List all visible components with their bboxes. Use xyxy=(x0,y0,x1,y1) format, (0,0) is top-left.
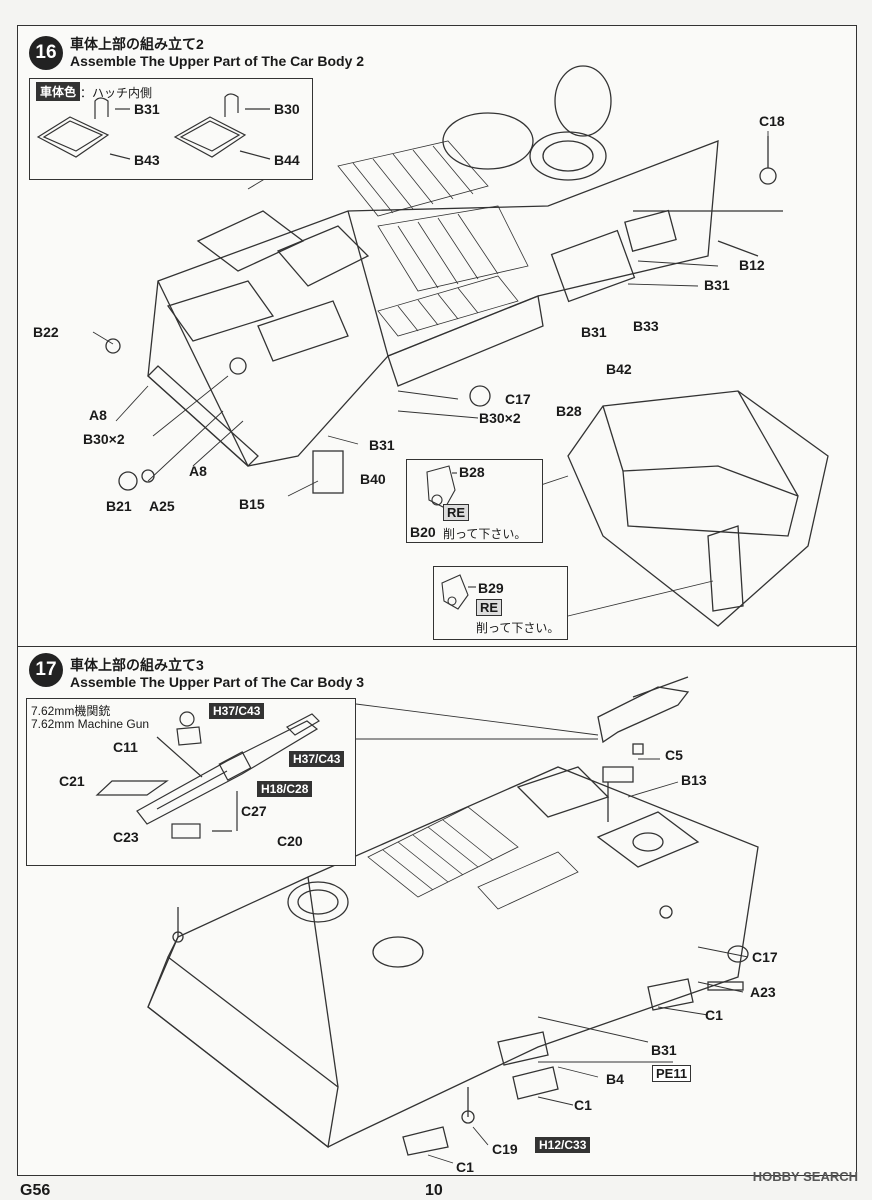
part-label: C1 xyxy=(574,1097,592,1113)
part-label: B29 xyxy=(478,580,504,596)
detail-b29-drawing xyxy=(441,574,476,610)
part-label: B31 xyxy=(651,1042,677,1058)
part-label: C21 xyxy=(59,773,85,789)
part-label: B40 xyxy=(360,471,386,487)
part-label: B12 xyxy=(739,257,765,273)
mg-title-jp: 7.62mm機関銃 xyxy=(31,704,111,718)
remove-note: 削って下さい。 xyxy=(443,527,527,541)
step-number-badge: 16 xyxy=(29,36,63,70)
step-title-en: Assemble The Upper Part of The Car Body … xyxy=(70,53,365,69)
part-label: B15 xyxy=(239,496,265,512)
part-label: B21 xyxy=(106,498,132,514)
part-label: C11 xyxy=(113,739,138,755)
part-label: A8 xyxy=(189,463,207,479)
step-number-badge: 17 xyxy=(29,653,63,687)
part-label: A8 xyxy=(89,407,107,423)
part-label: B28 xyxy=(556,403,582,419)
page-code: G56 xyxy=(20,1182,51,1199)
part-tag: H18/C28 xyxy=(257,781,313,797)
part-label: B13 xyxy=(681,772,707,788)
part-label: A25 xyxy=(149,498,175,514)
part-label: B30 xyxy=(274,101,300,117)
part-tag: H37/C43 xyxy=(289,751,345,767)
machine-gun-inset-box: 7.62mm機関銃 7.62mm Machine Gun H37/C43 H37… xyxy=(26,698,356,866)
part-label: C20 xyxy=(277,833,303,849)
detail-box-b28: B28 RE B20 削って下さい。 xyxy=(406,459,543,543)
part-label: C17 xyxy=(505,391,531,407)
step-number: 16 xyxy=(35,42,57,63)
detail-box-b29: B29 RE 削って下さい。 xyxy=(433,566,568,640)
part-label: B4 xyxy=(606,1071,624,1087)
part-label: C17 xyxy=(752,949,778,965)
part-label: B31 xyxy=(581,324,607,340)
part-label: B31 xyxy=(704,277,730,293)
page-number: 10 xyxy=(425,1182,443,1199)
part-label: C1 xyxy=(705,1007,723,1023)
part-label: B31 xyxy=(369,437,395,453)
part-label: C1 xyxy=(456,1159,474,1175)
mg-title-en: 7.62mm Machine Gun xyxy=(31,717,150,731)
step-17-illustration xyxy=(147,676,759,1164)
re-tag: RE xyxy=(443,504,470,521)
part-label: C18 xyxy=(759,113,785,129)
part-tag: H37/C43 xyxy=(209,703,265,719)
step-16-illustration xyxy=(92,65,829,627)
step-17-panel: 17 車体上部の組み立て3 Assemble The Upper Part of… xyxy=(17,646,857,1176)
part-label: B44 xyxy=(274,152,300,168)
step-number: 17 xyxy=(35,659,57,680)
step-title-en: Assemble The Upper Part of The Car Body … xyxy=(70,674,365,690)
part-label: C27 xyxy=(241,803,267,819)
part-label: C23 xyxy=(113,829,139,845)
hatch-inset-box: 車体色 ：ハッチ内側 B31 B30 B43 B44 xyxy=(29,78,313,180)
part-label: B20 xyxy=(410,524,436,540)
hatch-inset-drawing xyxy=(36,93,271,160)
body-color-tag: 車体色 xyxy=(36,82,81,101)
part-label: B33 xyxy=(633,318,659,334)
part-label: B22 xyxy=(33,324,59,340)
part-label: C5 xyxy=(665,747,683,763)
detail-b28-drawing xyxy=(426,465,457,509)
part-label: B43 xyxy=(134,152,160,168)
part-label: B42 xyxy=(606,361,632,377)
part-label: B30×2 xyxy=(83,431,125,447)
step-title-jp: 車体上部の組み立て3 xyxy=(70,657,204,673)
part-label: B31 xyxy=(134,101,160,117)
re-tag: RE xyxy=(476,599,503,616)
body-color-note: ：ハッチ内側 xyxy=(80,86,153,100)
step-title-jp: 車体上部の組み立て2 xyxy=(70,36,204,52)
part-tag: H12/C33 xyxy=(535,1137,591,1153)
part-label: B30×2 xyxy=(479,410,521,426)
pe-tag: PE11 xyxy=(652,1065,692,1082)
part-label: C19 xyxy=(492,1141,518,1157)
part-label: A23 xyxy=(750,984,776,1000)
remove-note: 削って下さい。 xyxy=(476,621,560,635)
watermark: HOBBY SEARCH xyxy=(752,1169,858,1184)
part-label: B28 xyxy=(459,464,485,480)
machine-gun-drawing xyxy=(95,711,320,839)
step-16-panel: 16 車体上部の組み立て2 Assemble The Upper Part of… xyxy=(17,25,857,647)
